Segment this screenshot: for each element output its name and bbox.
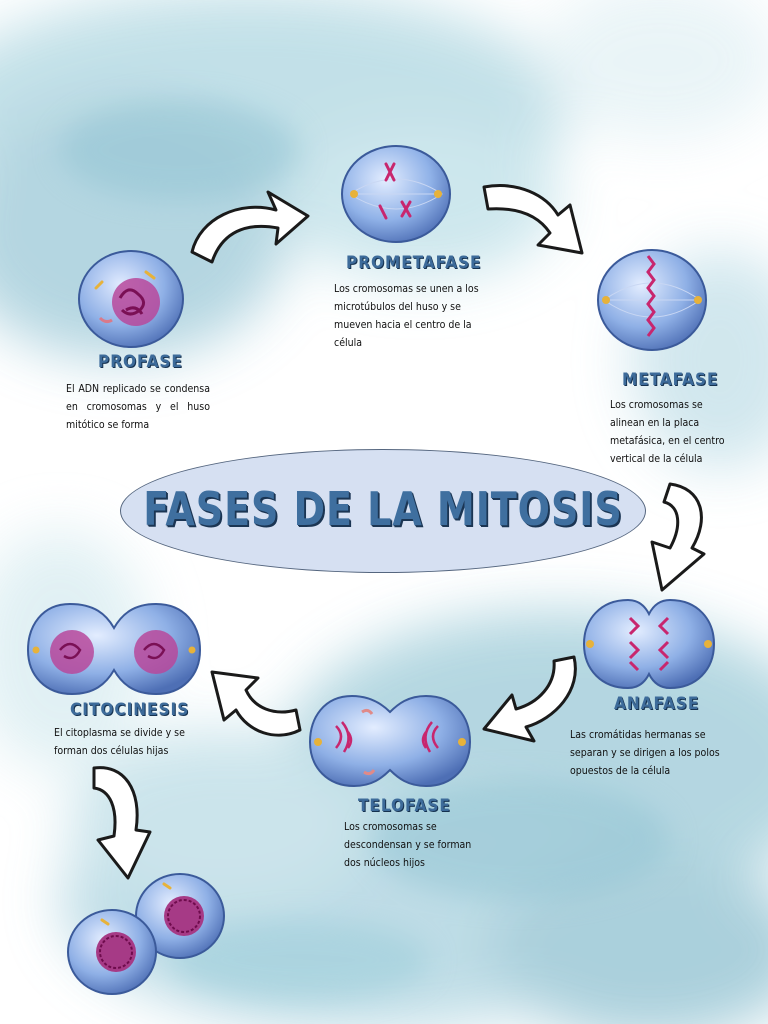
prometafase-cell-image [341, 145, 451, 243]
phase-title-profase: PROFASE [98, 352, 183, 372]
arrow-citocinesis-to-daughter-cells [92, 766, 152, 880]
arrow-anafase-to-telofase [482, 655, 577, 743]
telofase-cell-image [308, 694, 472, 788]
phase-title-anafase: ANAFASE [614, 694, 700, 714]
metafase-cell-image [597, 249, 707, 351]
anafase-cell-image [582, 598, 716, 690]
citocinesis-cell-image [26, 602, 202, 696]
phase-title-telofase: TELOFASE [358, 796, 451, 816]
arrow-metafase-to-anafase [650, 482, 706, 592]
phase-title-citocinesis: CITOCINESIS [70, 700, 190, 720]
phase-description-citocinesis: El citoplasma se divide y se forman dos … [54, 727, 185, 757]
arrow-prometafase-to-metafase [482, 184, 584, 255]
page-title: FASES DE LA MITOSIS [143, 482, 623, 536]
title-ellipse [120, 449, 646, 573]
phase-title-metafase: METAFASE [622, 370, 719, 390]
phase-description-telofase: Los cromosomas se descondensan y se form… [344, 821, 472, 869]
phase-description-anafase: Las cromátidas hermanas se separan y se … [570, 729, 720, 777]
phase-description-metafase: Los cromosomas se alinean en la placa me… [610, 399, 725, 465]
phase-description-profase: El ADN replicado se condensa en cromosom… [66, 383, 210, 431]
arrow-profase-to-prometafase [190, 190, 310, 264]
profase-cell-image [78, 250, 184, 348]
daughter-cells-image [67, 873, 225, 995]
arrow-telofase-to-citocinesis [210, 670, 302, 737]
phase-description-prometafase: Los cromosomas se unen a los microtúbulo… [334, 283, 479, 349]
phase-title-prometafase: PROMETAFASE [346, 253, 482, 273]
